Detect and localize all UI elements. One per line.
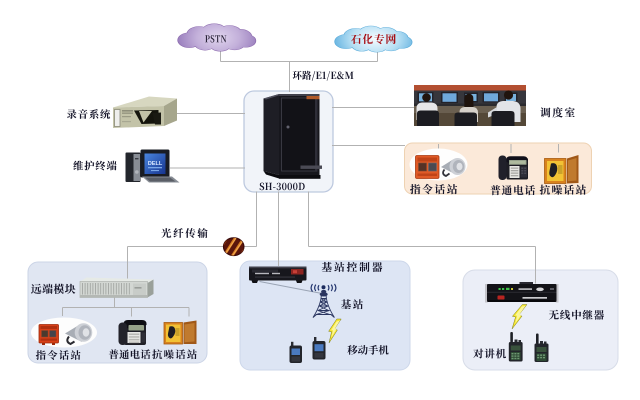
svg-text:DELL: DELL (148, 161, 163, 167)
